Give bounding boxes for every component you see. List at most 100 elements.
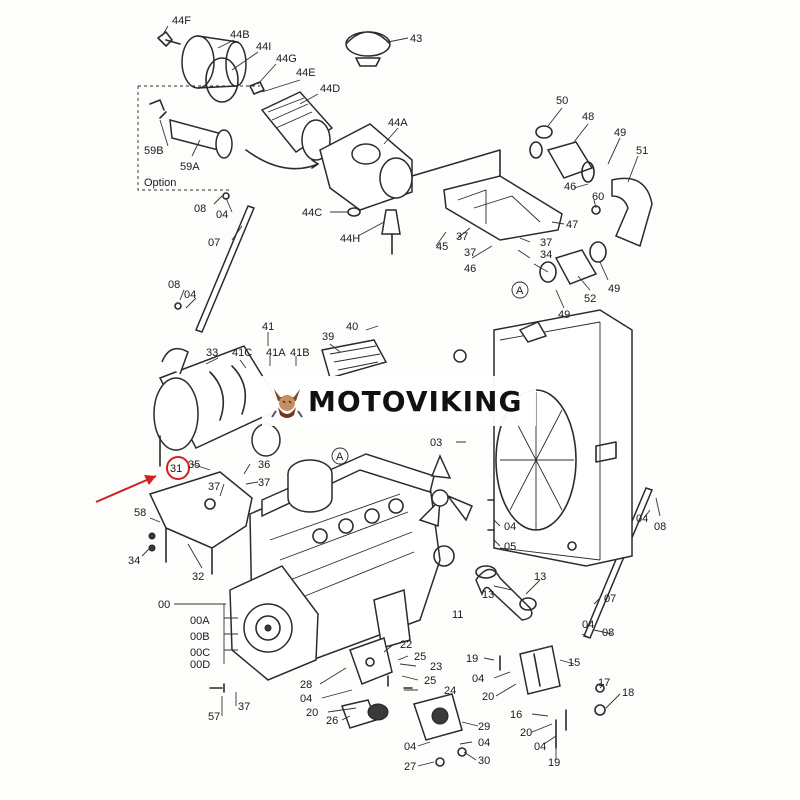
callout-label: 03 (430, 437, 442, 449)
callout-label: 07 (208, 237, 220, 249)
callout-label: 05 (504, 541, 516, 553)
callout-label: 49 (614, 127, 626, 139)
callout-label: 32 (192, 571, 204, 583)
callout-label: 43 (410, 33, 422, 45)
callout-label: 44D (320, 83, 340, 95)
callout-label: 37 (456, 231, 468, 243)
callout-label: 04 (504, 521, 516, 533)
callout-label: 18 (622, 687, 634, 699)
callout-label: 00D (190, 659, 210, 671)
callout-label: 35 (188, 459, 200, 471)
callout-label: 27 (404, 761, 416, 773)
callout-label: 41 (262, 321, 274, 333)
callout-label: 19 (548, 757, 560, 769)
callout-label: 07 (604, 593, 616, 605)
callout-label: 00C (190, 647, 210, 659)
callout-label: 29 (478, 721, 490, 733)
callout-label: 04 (216, 209, 228, 221)
callout-label: 45 (436, 241, 448, 253)
callout-label: 37 (238, 701, 250, 713)
callout-label: 44B (230, 29, 250, 41)
callout-label: 25 (424, 675, 436, 687)
callout-label: 04 (404, 741, 416, 753)
callout-label: 24 (444, 685, 456, 697)
muffler-assembly (153, 339, 467, 467)
callout-label: 51 (636, 145, 648, 157)
callout-label: 57 (208, 711, 220, 723)
callout-label: 37 (464, 247, 476, 259)
callout-label: 00A (190, 615, 210, 627)
intake-hose-assembly (411, 125, 653, 285)
air-cleaner-assembly (137, 31, 413, 255)
callout-label: 36 (258, 459, 270, 471)
callout-label: A (336, 451, 344, 463)
callout-label: 59B (144, 145, 164, 157)
callout-label: 08 (168, 279, 180, 291)
callout-label: 37 (208, 481, 220, 493)
callout-label: 44C (302, 207, 322, 219)
callout-label: 33 (206, 347, 218, 359)
callout-label: 04 (300, 693, 312, 705)
callout-label: 44E (296, 67, 316, 79)
callout-label: 17 (598, 677, 610, 689)
callout-label: 44A (388, 117, 408, 129)
callout-label: 40 (346, 321, 358, 333)
callout-label: 46 (564, 181, 576, 193)
callout-label: 20 (306, 707, 318, 719)
callout-label: 47 (566, 219, 578, 231)
callout-label: A (516, 285, 524, 297)
callout-label: 39 (322, 331, 334, 343)
callout-label: 37 (540, 237, 552, 249)
callout-label: 52 (584, 293, 596, 305)
callout-label: 04 (582, 619, 594, 631)
muffler-bracket (148, 471, 253, 575)
callout-label: 08 (194, 203, 206, 215)
callout-label: 44F (172, 15, 191, 27)
callout-label: 48 (582, 111, 594, 123)
callout-label: 19 (466, 653, 478, 665)
callout-label: 34 (540, 249, 552, 261)
callout-label: 13 (482, 589, 494, 601)
brand-name: MOTOVIKING (308, 384, 523, 418)
engine-block (229, 453, 473, 681)
callout-label: 58 (134, 507, 146, 519)
callout-label: 49 (558, 309, 570, 321)
callout-label: 04 (478, 737, 490, 749)
callout-label: 44I (256, 41, 271, 53)
callout-label: 34 (128, 555, 140, 567)
option-label: Option (144, 177, 176, 189)
callout-label: 22 (400, 639, 412, 651)
callout-label: 41C (232, 347, 252, 359)
callout-label: 30 (478, 755, 490, 767)
callout-label: 26 (326, 715, 338, 727)
callout-label: 28 (300, 679, 312, 691)
callout-label: 20 (482, 691, 494, 703)
callout-labels: 44F 44B 44I 44G 44E 44D 43 44A 59B 59A 0… (128, 15, 666, 773)
callout-label: 04 (184, 289, 196, 301)
callout-label: 37 (258, 477, 270, 489)
callout-label: 04 (534, 741, 546, 753)
callout-label: 11 (452, 609, 463, 621)
callout-label: 59A (180, 161, 200, 173)
callout-label: 08 (654, 521, 666, 533)
callout-label: 04 (636, 513, 648, 525)
callout-label: 20 (520, 727, 532, 739)
callout-label: 50 (556, 95, 568, 107)
callout-label: 04 (472, 673, 484, 685)
engine-mounts (209, 637, 606, 767)
callout-label: 08 (602, 627, 614, 639)
callout-label: 25 (414, 651, 426, 663)
callout-label: 44H (340, 233, 360, 245)
callout-label: 31 (170, 463, 182, 475)
callout-label: 44G (276, 53, 297, 65)
callout-label: 13 (534, 571, 546, 583)
callout-label: 49 (608, 283, 620, 295)
viking-logo-icon (271, 389, 303, 418)
lower-hose (475, 565, 537, 621)
callout-label: 60 (592, 191, 604, 203)
radiator-assembly (487, 309, 633, 567)
callout-label: 46 (464, 263, 476, 275)
callout-label: 15 (568, 657, 580, 669)
